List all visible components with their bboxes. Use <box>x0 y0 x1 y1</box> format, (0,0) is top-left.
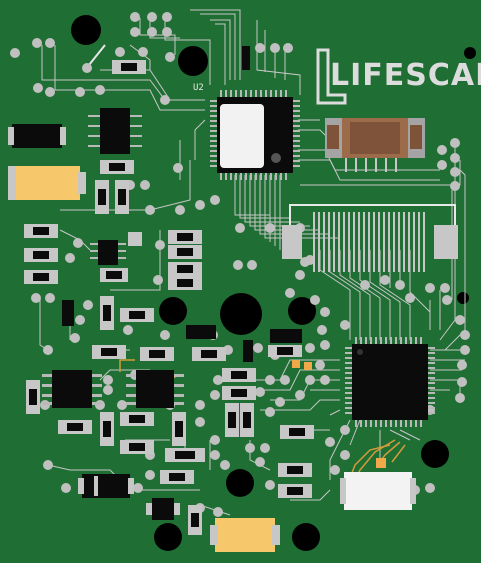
brand-logo-text: LIFESCAN <box>330 58 481 93</box>
refdes-u2: U2 <box>193 83 204 93</box>
